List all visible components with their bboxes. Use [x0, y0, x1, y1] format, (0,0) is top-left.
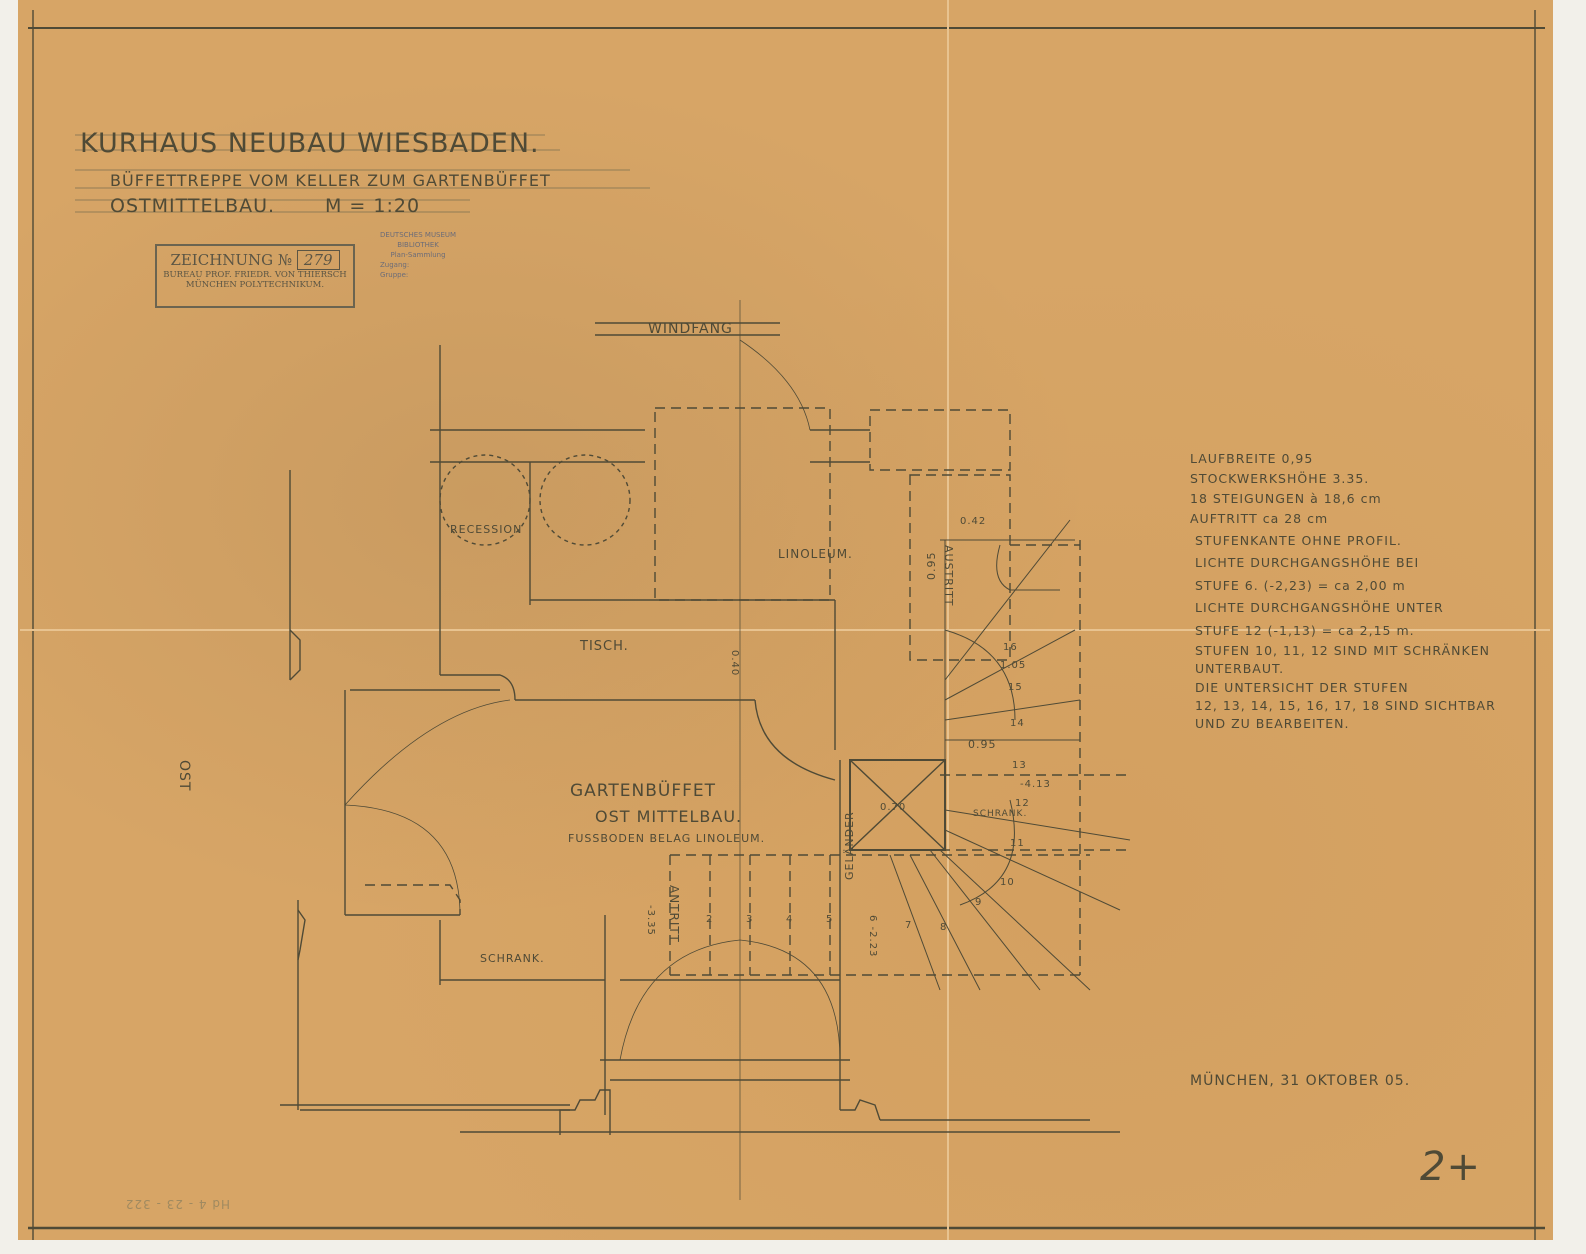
corner-mark: 2+	[1420, 1144, 1481, 1190]
label-schrank-left: SCHRANK.	[480, 952, 545, 965]
step-number: 2	[706, 914, 713, 925]
museum-line: DEUTSCHES MUSEUM	[380, 231, 457, 239]
step-number: 7	[905, 920, 912, 931]
label-fussboden: FUSSBODEN BELAG LINOLEUM.	[568, 832, 765, 845]
note-line: 18 STEIGUNGEN à 18,6 cm	[1190, 491, 1382, 506]
museum-library-stamp: DEUTSCHES MUSEUM BIBLIOTHEK Plan-Sammlun…	[380, 230, 456, 280]
archive-number: Hd 4 - 23 - 322	[125, 1197, 230, 1211]
stamp-label: ZEICHNUNG №	[170, 251, 293, 269]
dim-095-side: 0.95	[925, 552, 938, 581]
label-antritt: ANTRITT	[667, 885, 681, 943]
dim-095: 0.95	[968, 738, 997, 751]
dim-070: 0.70	[880, 802, 906, 813]
note-line: STOCKWERKSHÖHE 3.35.	[1190, 470, 1369, 486]
drawing-sheet	[18, 0, 1553, 1240]
step-number: 10	[1000, 877, 1015, 888]
label-schrank-right: SCHRANK.	[973, 809, 1027, 819]
label-recession: RECESSION	[450, 523, 522, 536]
dim-040: 0.40	[729, 650, 740, 676]
stamp-place: MÜNCHEN POLYTECHNIKUM.	[185, 280, 325, 290]
step-number: 11	[1010, 838, 1025, 849]
step-number: 12	[1015, 798, 1030, 809]
label-tisch: TISCH.	[579, 639, 629, 654]
note-line: STUFEN 10, 11, 12 SIND MIT SCHRÄNKEN	[1195, 643, 1490, 658]
level-413: -4.13	[1020, 779, 1051, 790]
label-ost-mittelbau: OST MITTELBAU.	[595, 807, 742, 826]
label-gelaender: GELÄNDER	[843, 811, 856, 880]
note-line: 12, 13, 14, 15, 16, 17, 18 SIND SICHTBAR	[1195, 698, 1496, 713]
stamp-office: BUREAU PROF. FRIEDR. VON THIERSCH	[163, 270, 347, 280]
drawing-number: 279	[296, 250, 340, 270]
note-line: UNTERBAUT.	[1195, 661, 1284, 676]
museum-zugang: Zugang:	[380, 261, 410, 269]
note-line: STUFE 12 (-1,13) = ca 2,15 m.	[1195, 623, 1415, 638]
title-scale: M = 1:20	[325, 195, 420, 217]
note-line: DIE UNTERSICHT DER STUFEN	[1195, 680, 1409, 695]
museum-line: BIBLIOTHEK	[397, 241, 439, 249]
label-austritt: AUSTRITT	[942, 545, 955, 606]
label-ost: OST	[176, 760, 192, 791]
step-number: 15	[1008, 682, 1023, 693]
dim-105: 1.05	[1000, 660, 1026, 671]
label-windfang: WINDFANG	[648, 321, 733, 337]
note-line: LAUFBREITE 0,95	[1190, 451, 1313, 466]
label-gartenbuffet: GARTENBÜFFET	[570, 779, 716, 801]
notes-block: LAUFBREITE 0,95 STOCKWERKSHÖHE 3.35. 18 …	[1190, 451, 1496, 731]
note-line: LICHTE DURCHGANGSHÖHE UNTER	[1195, 599, 1444, 615]
title-line2: BÜFFETTREPPE VOM KELLER ZUM GARTENBÜFFET	[110, 171, 551, 190]
step-number: 9	[975, 897, 982, 908]
note-line: STUFE 6. (-2,23) = ca 2,00 m	[1195, 578, 1406, 593]
step-number: 3	[746, 914, 753, 925]
title-line1: KURHAUS NEUBAU WIESBADEN.	[80, 128, 540, 159]
label-stufe6: 6 -2.23	[867, 915, 878, 957]
title-line3: OSTMITTELBAU.	[110, 195, 275, 217]
label-linoleum: LINOLEUM.	[778, 547, 853, 561]
drawing-number-stamp: ZEICHNUNG № 279 BUREAU PROF. FRIEDR. VON…	[155, 244, 355, 308]
museum-line: Plan-Sammlung	[390, 251, 446, 259]
note-line: UND ZU BEARBEITEN.	[1195, 716, 1350, 731]
dim-042: 0.42	[960, 516, 986, 527]
date: MÜNCHEN, 31 OKTOBER 05.	[1190, 1071, 1410, 1089]
step-number: 16	[1003, 642, 1018, 653]
label-antritt-level: -3.35	[645, 905, 656, 936]
step-number: 8	[940, 922, 947, 933]
step-number: 14	[1010, 718, 1025, 729]
step-number: 5	[826, 914, 833, 925]
note-line: LICHTE DURCHGANGSHÖHE BEI	[1195, 554, 1419, 570]
step-number: 4	[786, 914, 793, 925]
note-line: AUFTRITT ca 28 cm	[1190, 511, 1328, 526]
museum-gruppe: Gruppe:	[380, 271, 409, 279]
note-line: STUFENKANTE OHNE PROFIL.	[1195, 533, 1402, 548]
step-number: 13	[1012, 760, 1027, 771]
